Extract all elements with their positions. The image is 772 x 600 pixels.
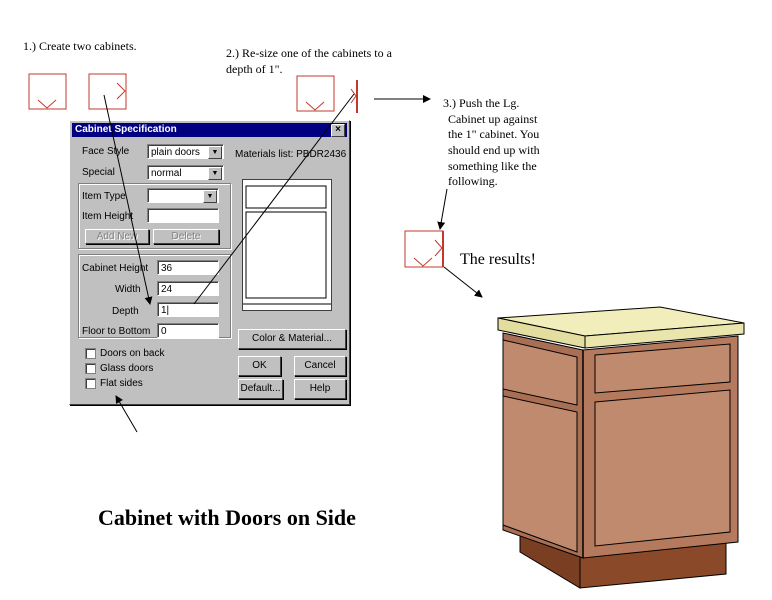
depth-field[interactable]: 1| <box>157 302 219 317</box>
combined-cabinet-icon <box>404 230 444 268</box>
item-height-label: Item Height <box>82 211 134 222</box>
chevron-down-icon[interactable]: ▼ <box>208 146 222 159</box>
item-type-select[interactable]: ▼ <box>147 188 219 203</box>
dialog-title: Cabinet Specification <box>75 124 177 135</box>
cabinet-icon-1 <box>28 73 67 110</box>
step-3-line: something like the <box>448 159 537 173</box>
glass-doors-checkbox[interactable] <box>85 363 96 374</box>
step-3-line: should end up with <box>448 143 540 157</box>
item-type-label: Item Type <box>82 191 126 202</box>
depth-label: Depth <box>112 306 139 317</box>
chevron-down-icon[interactable]: ▼ <box>208 167 222 180</box>
face-style-value: plain doors <box>151 147 200 158</box>
step-2-text-line1: 2.) Re-size one of the cabinets to a <box>226 46 392 60</box>
flat-sides-label: Flat sides <box>100 378 143 389</box>
doors-on-back-checkbox[interactable] <box>85 348 96 359</box>
arrow-to-flat-sides <box>115 395 138 433</box>
main-title: Cabinet with Doors on Side <box>98 505 356 530</box>
step-2-text-line2: depth of 1". <box>226 62 283 76</box>
cabinet-3d-illustration <box>497 306 745 589</box>
special-label: Special <box>82 167 115 178</box>
step-3-line: Cabinet up against <box>448 112 538 126</box>
face-style-select[interactable]: plain doors ▼ <box>147 144 224 159</box>
thin-cabinet-icon <box>350 80 358 113</box>
cancel-button[interactable]: Cancel <box>294 356 346 376</box>
step-3-line: 3.) Push the Lg. <box>443 96 520 110</box>
item-height-field[interactable] <box>147 208 219 223</box>
arrow-step3-to-icon <box>437 188 448 230</box>
special-select[interactable]: normal ▼ <box>147 165 224 180</box>
cabinet-height-label: Cabinet Height <box>82 263 149 274</box>
glass-doors-label: Glass doors <box>100 363 154 374</box>
floor-to-bottom-field[interactable]: 0 <box>157 323 219 338</box>
help-button[interactable]: Help <box>294 379 346 399</box>
close-icon[interactable]: × <box>331 124 345 137</box>
results-label: The results! <box>460 251 536 268</box>
face-style-label: Face Style <box>82 146 130 157</box>
cabinet-specification-dialog: Cabinet Specification × Face Style plain… <box>69 120 350 405</box>
dimensions-group <box>78 254 231 338</box>
arrow-thin-to-depth <box>193 93 355 305</box>
step-3-line: the 1" cabinet. You <box>448 127 540 141</box>
special-value: normal <box>151 168 182 179</box>
cabinet-preview <box>242 179 332 311</box>
color-material-button[interactable]: Color & Material... <box>238 329 346 349</box>
step-1-text: 1.) Create two cabinets. <box>23 39 137 53</box>
cabinet-preview-drawing <box>243 185 331 305</box>
item-group <box>78 183 231 249</box>
dialog-titlebar[interactable]: Cabinet Specification × <box>72 123 347 137</box>
arrow-icon-to-depth <box>103 94 153 305</box>
ok-button[interactable]: OK <box>238 356 281 376</box>
doors-on-back-label: Doors on back <box>100 348 165 359</box>
add-new-button[interactable]: Add New <box>85 229 149 244</box>
cabinet-icon-3 <box>296 75 335 112</box>
arrow-results-to-cabinet <box>443 266 483 298</box>
step-3-line: following. <box>448 174 498 188</box>
chevron-down-icon[interactable]: ▼ <box>203 190 217 203</box>
floor-to-bottom-label: Floor to Bottom <box>82 326 151 337</box>
cabinet-height-field[interactable]: 36 <box>157 260 219 275</box>
flat-sides-checkbox[interactable] <box>85 378 96 389</box>
width-label: Width <box>115 284 141 295</box>
default-button[interactable]: Default... <box>238 379 283 399</box>
cabinet-icon-2 <box>88 73 127 110</box>
delete-button[interactable]: Delete <box>153 229 219 244</box>
materials-list-label: Materials list: PBDR2436 <box>235 149 347 160</box>
